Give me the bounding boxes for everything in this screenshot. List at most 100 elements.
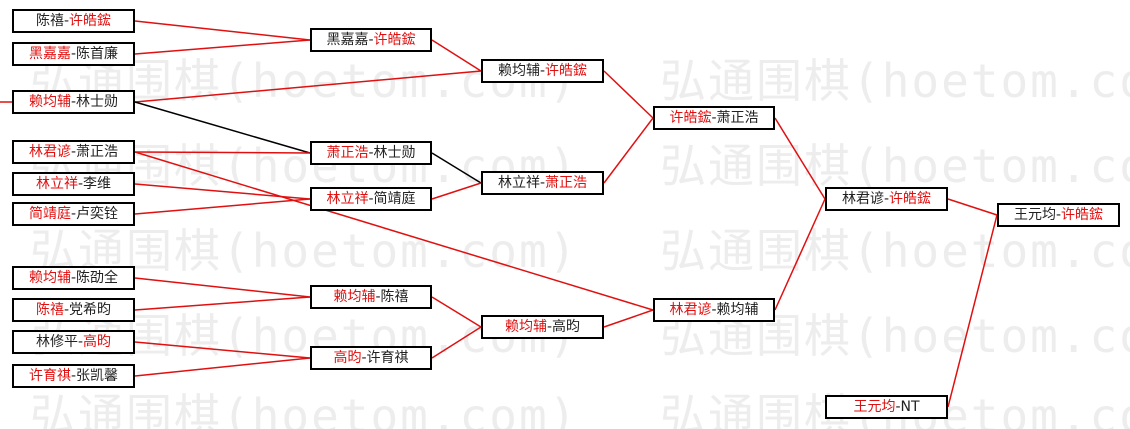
connector-line [134,198,311,215]
separator: - [375,289,381,305]
separator: - [711,302,717,318]
match-box: 许育祺-张凯馨 [12,364,135,388]
connector-line [134,183,311,200]
player-left: 王元均 [853,399,896,415]
connector-line [134,341,311,359]
separator: - [63,302,70,318]
connector-line [134,151,654,311]
player-right: 萧正浩 [716,110,759,126]
player-left: 许皓鋐 [669,110,712,126]
player-right: 李维 [83,176,112,192]
player-right: 萧正浩 [545,175,588,191]
match-box: 黑嘉嘉-许皓鋐 [310,28,432,52]
match-box: 赖均辅-林士勋 [12,90,135,114]
separator: - [539,63,546,79]
connector-line [603,309,654,328]
player-left: 赖均辅 [28,270,71,286]
connector-line [603,70,654,119]
separator: - [77,176,84,192]
match-box: 赖均辅-高昀 [481,315,604,339]
connector-line [431,326,482,359]
match-box: 黑嘉嘉-陈首廉 [12,42,135,66]
player-left: 陈禧 [35,302,64,318]
separator: - [1055,207,1062,223]
separator: - [70,94,77,110]
player-right: NT [900,399,920,415]
separator: - [70,144,77,160]
player-left: 赖均辅 [28,94,71,110]
player-left: 林君谚 [28,144,71,160]
match-box: 高昀-许育祺 [310,346,432,370]
separator: - [883,191,890,207]
player-right: 许育祺 [366,350,409,366]
player-left: 林君谚 [669,302,712,318]
player-right: 卢奕铨 [76,206,119,222]
player-right: 许皓鋐 [545,63,588,79]
separator: - [70,46,77,62]
player-right: 简靖庭 [373,191,416,207]
match-box: 萧正浩-林士勋 [310,141,432,165]
connector-line [431,39,482,72]
match-box: 王元均-许皓鋐 [997,203,1120,227]
connector-line [134,296,311,311]
connector-line [774,198,826,311]
separator: - [77,334,84,350]
match-box: 林立祥-李维 [12,172,135,196]
player-left: 林君谚 [841,191,884,207]
separator: - [70,206,77,222]
connector-line [134,101,311,154]
separator: - [70,368,77,384]
connector-line [134,70,482,103]
player-right: 陈劭全 [76,270,119,286]
player-left: 高昀 [333,350,362,366]
player-right: 林士勋 [76,94,119,110]
match-box: 许皓鋐-萧正浩 [653,106,775,130]
player-left: 林立祥 [497,175,540,191]
player-right: 林士勋 [373,145,416,161]
separator: - [895,399,901,415]
player-right: 党希昀 [69,302,112,318]
player-left: 萧正浩 [326,145,369,161]
player-right: 陈首廉 [76,46,119,62]
connector-line [134,277,311,298]
match-box: 林君谚-萧正浩 [12,140,135,164]
match-box: 赖均辅-陈劭全 [12,266,135,290]
match-box: 林立祥-萧正浩 [481,171,604,195]
player-right: 许皓鋐 [1061,207,1104,223]
player-left: 林立祥 [326,191,369,207]
match-box: 陈禧-党希昀 [12,298,135,322]
player-left: 简靖庭 [28,206,71,222]
separator: - [711,110,717,126]
connector-line [134,151,311,154]
separator: - [368,191,374,207]
player-right: 高昀 [552,319,581,335]
player-left: 赖均辅 [497,63,540,79]
separator: - [368,145,374,161]
connector-line [947,214,998,408]
separator: - [361,350,367,366]
connector-line [947,198,998,216]
match-box: 林立祥-简靖庭 [310,187,432,211]
player-right: 陈禧 [380,289,409,305]
player-left: 黑嘉嘉 [28,46,71,62]
connector-line [774,117,826,200]
player-left: 许育祺 [28,368,71,384]
player-right: 许皓鋐 [69,13,112,29]
player-left: 黑嘉嘉 [326,32,369,48]
player-left: 赖均辅 [504,319,547,335]
connector-line [431,182,482,200]
connector-line [134,20,311,41]
player-left: 王元均 [1013,207,1056,223]
match-box: 赖均辅-陈禧 [310,285,432,309]
separator: - [70,270,77,286]
match-box: 赖均辅-许皓鋐 [481,59,604,83]
player-left: 林立祥 [35,176,78,192]
connector-line [603,117,654,184]
separator: - [546,319,553,335]
match-box: 林君谚-许皓鋐 [825,187,948,211]
connector-line [134,357,311,377]
match-box: 王元均-NT [825,395,948,419]
separator: - [539,175,546,191]
connector-line [431,152,482,184]
player-right: 赖均辅 [716,302,759,318]
